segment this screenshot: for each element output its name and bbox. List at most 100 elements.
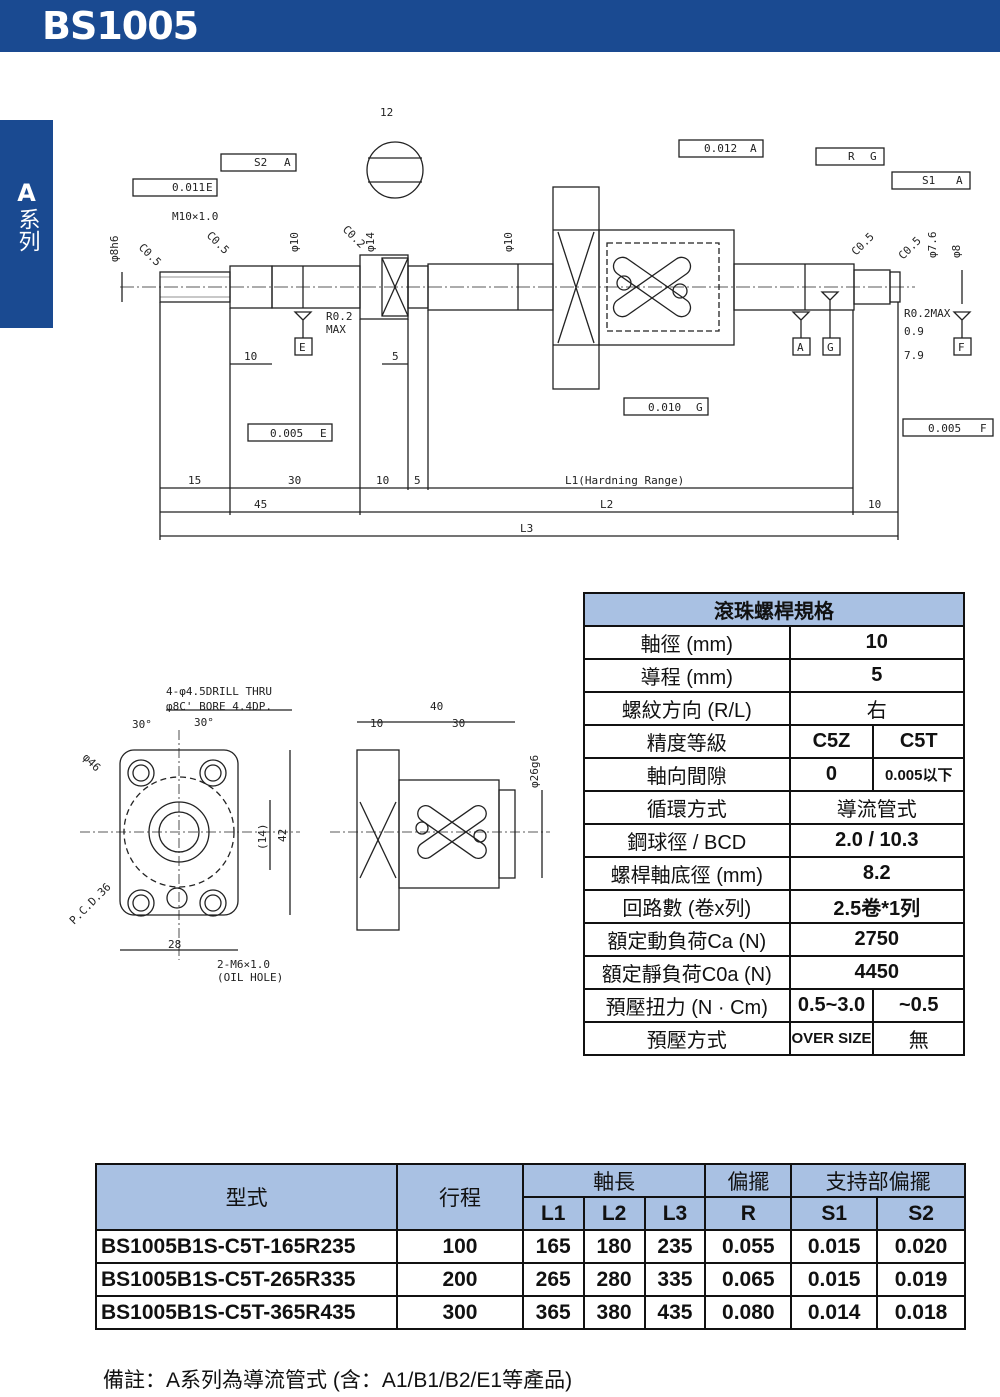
spec-row: 預壓扭力 (N · Cm)0.5~3.0~0.5 xyxy=(583,988,965,1023)
table-row: BS1005B1S-C5T-365R435 300 365 380 435 0.… xyxy=(94,1295,966,1330)
header-support-runout: 支持部偏擺 xyxy=(790,1163,966,1198)
cell-l1: 365 xyxy=(521,1295,585,1330)
spec-row: 額定動負荷Ca (N)2750 xyxy=(583,922,966,957)
spec-label: 預壓扭力 (N · Cm) xyxy=(583,988,791,1023)
width-12-label: 12 xyxy=(380,106,393,119)
r02max-label: R0.2MAX xyxy=(904,307,951,320)
spec-label: 螺桿軸底徑 (mm) xyxy=(583,856,791,891)
chamfer-c05-4: C0.5 xyxy=(896,234,924,262)
series-text: 系列 xyxy=(14,208,40,252)
spec-label: 螺紋方向 (R/L) xyxy=(583,691,791,726)
tol-0011-label: 0.011 xyxy=(172,181,205,194)
spec-value-c5t: ~0.5 xyxy=(872,988,965,1023)
cell-stroke: 100 xyxy=(396,1229,524,1264)
thread-m10-label: M10×1.0 xyxy=(172,210,218,223)
spec-label: 預壓方式 xyxy=(583,1021,791,1056)
spec-row: 螺紋方向 (R/L)右 xyxy=(583,691,966,726)
header-l2: L2 xyxy=(582,1196,646,1231)
angle-30a-label: 30° xyxy=(132,718,152,731)
dim-5-label: 5 xyxy=(392,350,399,363)
model-table: 型式 行程 軸長 偏擺 支持部偏擺 L1 L2 L3 R S1 S2 BS100… xyxy=(94,1163,966,1330)
cell-model: BS1005B1S-C5T-265R335 xyxy=(94,1262,399,1297)
spec-table: 滾珠螺桿規格 軸徑 (mm)10 導程 (mm)5 螺紋方向 (R/L)右 精度… xyxy=(583,592,966,1056)
spec-label: 鋼球徑 / BCD xyxy=(583,823,791,858)
max-label: MAX xyxy=(326,323,346,336)
dim-10b-label: 10 xyxy=(376,474,389,487)
spec-label: 額定靜負荷C0a (N) xyxy=(583,955,791,990)
dim-40-label: 40 xyxy=(430,700,443,713)
dim-42-label: 42 xyxy=(276,829,289,842)
spec-value-c5z: 0.5~3.0 xyxy=(788,988,875,1023)
cell-model: BS1005B1S-C5T-365R435 xyxy=(94,1295,399,1330)
header-r: R xyxy=(704,1196,793,1231)
phi10-label: φ10 xyxy=(502,232,515,252)
spec-value: 右 xyxy=(788,691,966,726)
spec-row: 回路數 (卷x列)2.5卷*1列 xyxy=(583,889,966,924)
dim-15-label: 15 xyxy=(188,474,201,487)
series-letter: A xyxy=(17,179,36,207)
spec-value-c5t: C5T xyxy=(872,724,965,759)
header-bar: BS1005 xyxy=(0,0,1000,52)
tol-0005-f-label: 0.005 xyxy=(928,422,961,435)
technical-drawing: 12 0.011 E S2 A 0.012 A R G S1 A M10×1.0… xyxy=(108,106,994,540)
oil-hole-1-label: 2-M6×1.0 xyxy=(217,958,270,971)
chamfer-c05-3: C0.5 xyxy=(849,230,877,258)
drill-label: 4-φ4.5DRILL THRU xyxy=(166,685,272,698)
spec-row: 循環方式導流管式 xyxy=(583,790,966,825)
spec-value-c5t: 無 xyxy=(872,1021,965,1056)
spec-value-c5t: 0.005以下 xyxy=(872,757,965,792)
datum-a2-label: A xyxy=(750,142,757,155)
dim-09-label: 0.9 xyxy=(904,325,924,338)
s1-label: S1 xyxy=(922,174,935,187)
datum-a4-label: A xyxy=(797,341,804,354)
cell-stroke: 300 xyxy=(396,1295,524,1330)
page-title: BS1005 xyxy=(42,4,199,48)
header-axis-length: 軸長 xyxy=(521,1163,707,1198)
datum-a-label: A xyxy=(284,156,291,169)
datum-e-label: E xyxy=(206,181,213,194)
dim-45-label: 45 xyxy=(254,498,267,511)
l1-label: L1(Hardning Range) xyxy=(565,474,684,487)
dim-30-label: 30 xyxy=(288,474,301,487)
spec-value: 2750 xyxy=(788,922,966,957)
s2-label: S2 xyxy=(254,156,267,169)
phi26-label: φ26g6 xyxy=(528,755,541,788)
spec-value: 4450 xyxy=(788,955,966,990)
cell-s2: 0.018 xyxy=(876,1295,966,1330)
cell-s1: 0.015 xyxy=(790,1229,879,1264)
cell-l2: 180 xyxy=(582,1229,646,1264)
dim-10s-label: 10 xyxy=(370,717,383,730)
header-l3: L3 xyxy=(643,1196,707,1231)
dim-10c-label: 10 xyxy=(868,498,881,511)
cell-l1: 165 xyxy=(521,1229,585,1264)
spec-value: 2.5卷*1列 xyxy=(788,889,966,924)
header-l1: L1 xyxy=(521,1196,585,1231)
header-model: 型式 xyxy=(94,1163,399,1231)
spec-label: 軸向間隙 xyxy=(583,757,791,792)
dim-79-label: 7.9 xyxy=(904,349,924,362)
l3-label: L3 xyxy=(520,522,533,535)
oil-hole-2-label: (OIL HOLE) xyxy=(217,971,283,984)
header-s2: S2 xyxy=(876,1196,966,1231)
cell-s1: 0.015 xyxy=(790,1262,879,1297)
phi76-label: φ7.6 xyxy=(926,232,939,259)
spec-value: 8.2 xyxy=(788,856,966,891)
phi10-tol-label: φ10 xyxy=(288,232,301,252)
spec-label: 軸徑 (mm) xyxy=(583,625,791,660)
chamfer-c05-2: C0.5 xyxy=(204,229,232,257)
spec-value: 10 xyxy=(788,625,966,660)
cell-r: 0.065 xyxy=(704,1262,793,1297)
header-runout: 偏擺 xyxy=(704,1163,793,1198)
phi8b-label: φ8 xyxy=(950,245,963,258)
datum-f2-label: F xyxy=(980,422,987,435)
dim-14-label: (14) xyxy=(256,824,269,851)
spec-value-c5z: C5Z xyxy=(788,724,875,759)
datum-g3-label: G xyxy=(696,401,703,414)
flange-drawing: 4-φ4.5DRILL THRU φ8C' BORE 4.4DP. 30° 30… xyxy=(67,685,550,984)
spec-label: 回路數 (卷x列) xyxy=(583,889,791,924)
spec-row: 額定靜負荷C0a (N)4450 xyxy=(583,955,966,990)
cell-l2: 280 xyxy=(582,1262,646,1297)
